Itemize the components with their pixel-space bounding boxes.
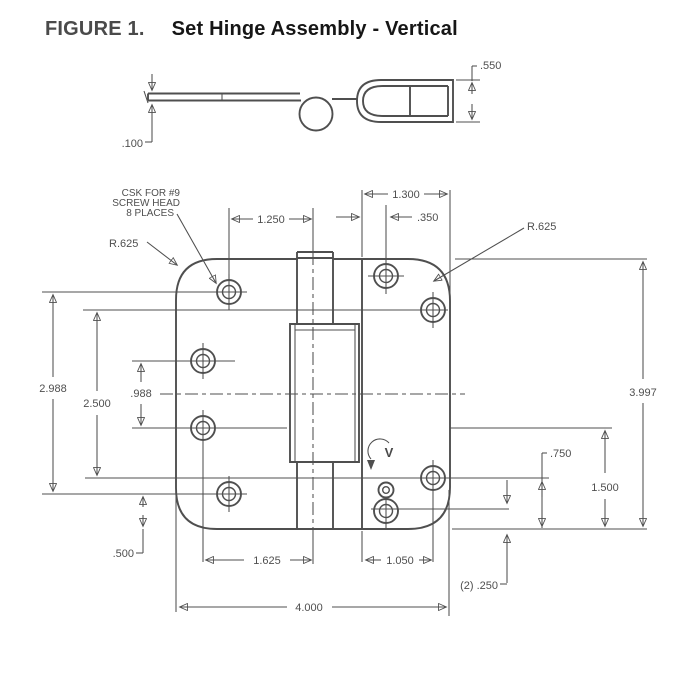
dim-1625-label: 1.625	[253, 555, 281, 567]
csk-note-line3: 8 PLACES	[126, 208, 174, 219]
figure-number: FIGURE 1.	[45, 18, 145, 40]
note-csk: CSK FOR #9 SCREW HEAD 8 PLACES	[112, 188, 216, 283]
dim-1500-label: 1.500	[591, 482, 619, 494]
dim-1050-label: 1.050	[386, 555, 414, 567]
dim-edge-to-first-hole: .350	[336, 212, 438, 224]
spring-sleeve	[289, 323, 360, 463]
dim-500-label: .500	[113, 548, 134, 560]
dim-pilot-offset: (2) .250	[460, 480, 507, 592]
r625-left-label: R.625	[109, 238, 138, 250]
side-view-knuckle	[298, 96, 358, 132]
label-radius-right: R.625	[434, 221, 556, 281]
screw-hole-bottom-right-2	[373, 497, 399, 529]
dim-1300-label: 1.300	[392, 189, 420, 201]
dim-550-label: .550	[480, 60, 501, 72]
adjustment-hole	[377, 481, 395, 499]
dim-250-label: (2) .250	[460, 580, 498, 592]
dim-left-bottom-span: 1.625	[206, 555, 311, 567]
dim-988-label: .988	[130, 388, 151, 400]
dim-mid-hole-span: .988	[130, 364, 152, 425]
side-view-channel	[356, 79, 454, 123]
dim-3997-label: 3.997	[629, 387, 657, 399]
extension-lines	[42, 190, 647, 616]
hinge-pin	[296, 251, 362, 530]
dim-2988-label: 2.988	[39, 383, 67, 395]
dim-left-hole-span: 2.988	[39, 295, 67, 491]
dim-leaf-thickness: .100	[122, 74, 152, 150]
dim-hole-col-to-center: 1.250	[232, 214, 311, 226]
swing-arrow-label: V	[385, 445, 394, 460]
screw-holes	[190, 263, 446, 529]
dim-bottom-edge-offset: .500	[113, 497, 143, 560]
dim-right-leaf-width: 1.300	[365, 189, 447, 201]
csk-note-line2: SCREW HEAD	[112, 198, 180, 209]
dim-350-label: .350	[417, 212, 438, 224]
dim-2500-label: 2.500	[83, 398, 111, 410]
right-leaf-outline	[361, 258, 451, 530]
dim-100-label: .100	[122, 138, 143, 150]
dim-bottom-hole-offset: .750	[542, 448, 571, 528]
centerlines	[160, 208, 465, 564]
dim-750-label: .750	[550, 448, 571, 460]
figure-caption: FIGURE 1. Set Hinge Assembly - Vertical	[45, 18, 458, 41]
dim-right-bottom-span: 1.050	[366, 555, 431, 567]
dim-1250-label: 1.250	[257, 214, 285, 226]
dim-overall-width: 4.000	[180, 602, 446, 614]
side-view: .550 .100	[122, 60, 502, 150]
dim-right-hole-span: 2.500	[83, 313, 111, 475]
dim-lower-row-height: 1.500	[591, 431, 619, 526]
dim-4000-label: 4.000	[295, 602, 323, 614]
figure-title: Set Hinge Assembly - Vertical	[171, 18, 458, 40]
label-radius-left: R.625	[109, 238, 177, 265]
side-view-leaf	[143, 90, 301, 104]
plan-view: V 1.250 1.300 .350 2.988	[39, 188, 657, 616]
dim-channel-height: .550	[456, 60, 501, 123]
csk-note-line1: CSK FOR #9	[122, 188, 181, 199]
dim-right-leaf-height: 3.997	[629, 262, 657, 526]
r625-right-label: R.625	[527, 221, 556, 233]
left-leaf-outline	[175, 258, 298, 530]
swing-arrow: V	[367, 438, 394, 470]
